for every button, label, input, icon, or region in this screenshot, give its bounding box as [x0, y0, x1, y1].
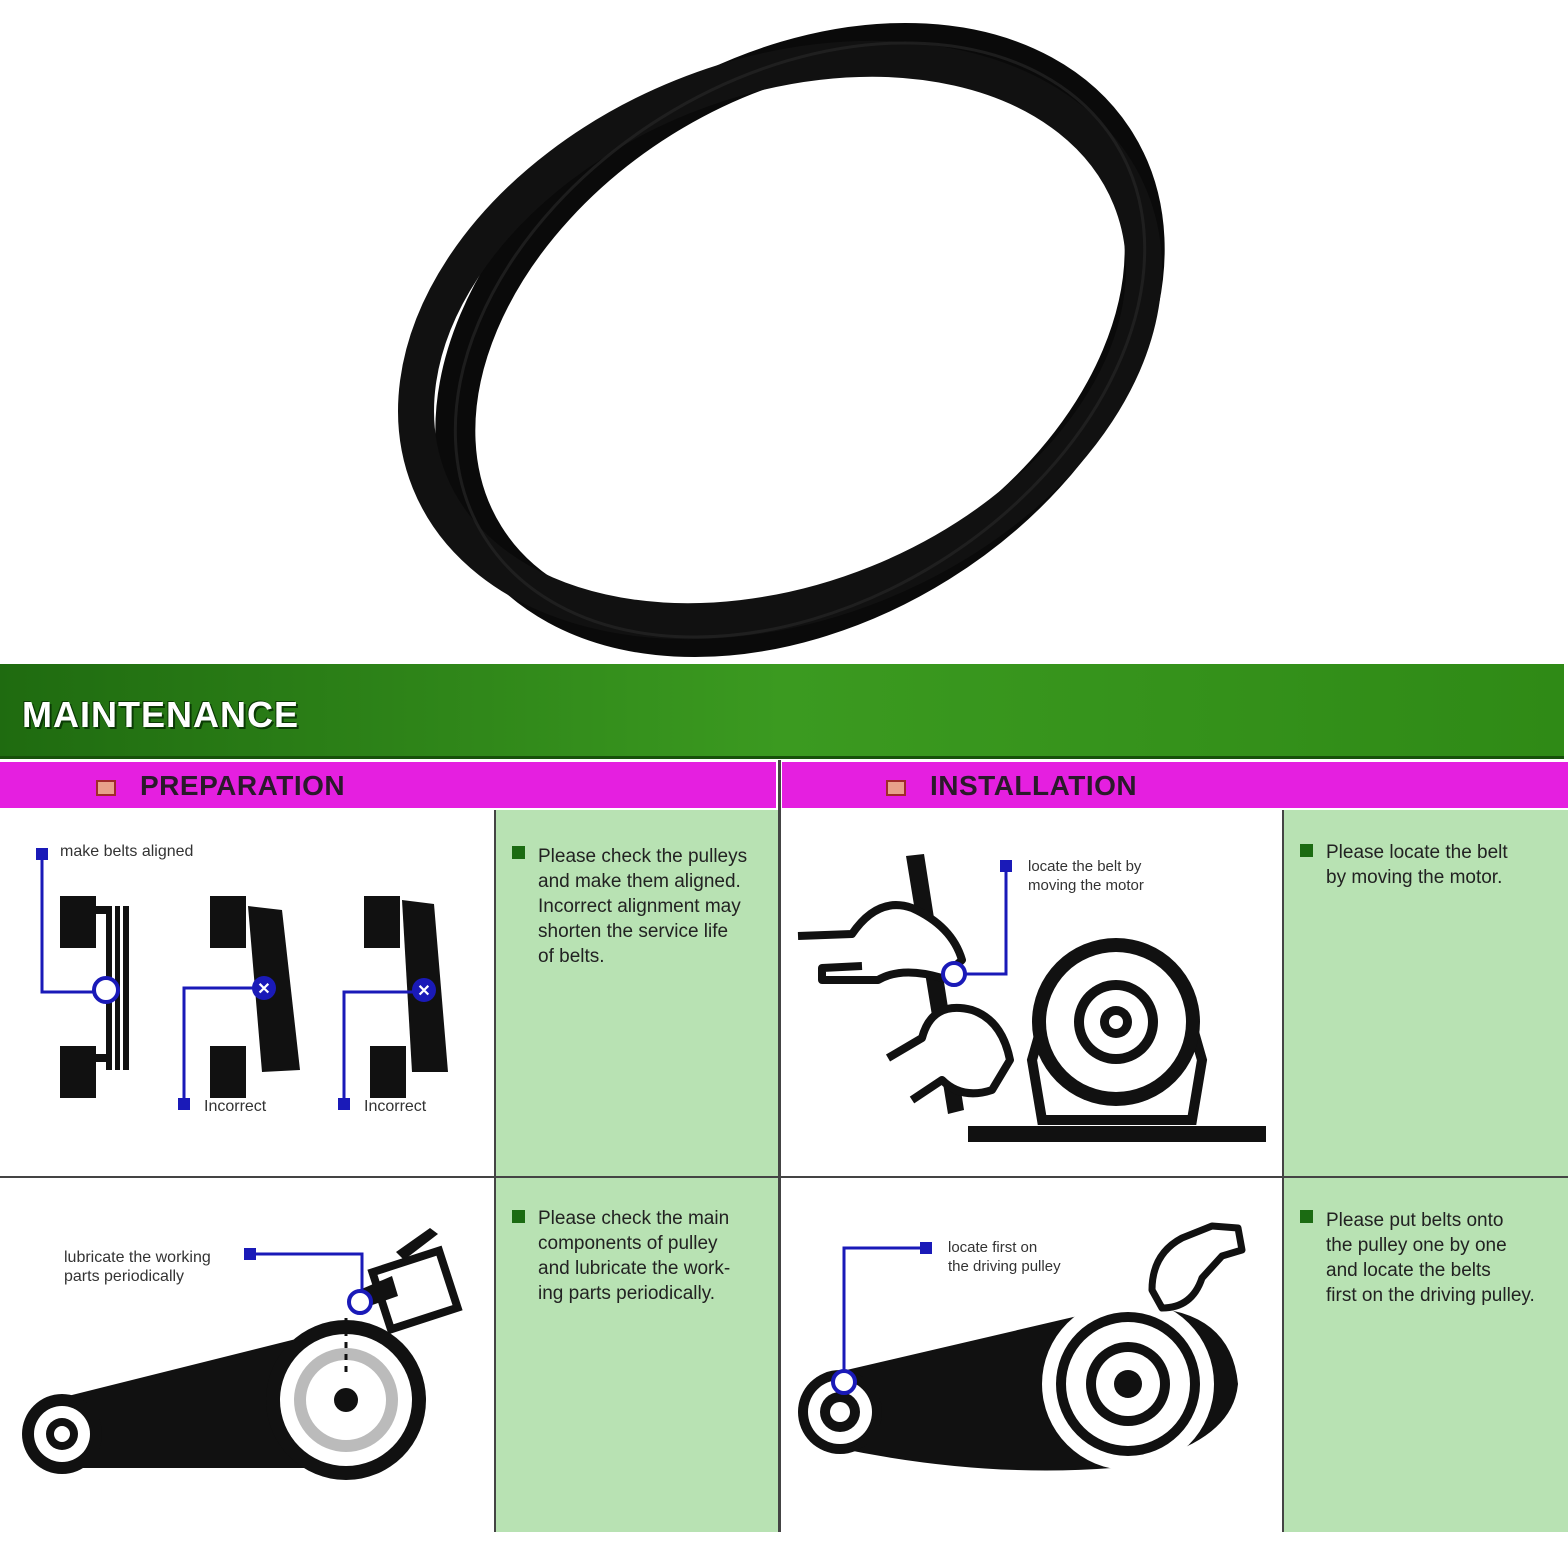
banner-title: MAINTENANCE	[22, 694, 299, 735]
prep-top-note-panel	[496, 810, 778, 1176]
note-bullet	[1300, 844, 1313, 857]
prep-top-note: Please check the pulleys and make them a…	[538, 846, 748, 967]
align-label: make belts aligned	[60, 843, 194, 860]
maintenance-banner	[0, 664, 1564, 759]
svg-text:✕: ✕	[417, 983, 430, 1000]
svg-text:✕: ✕	[257, 981, 270, 998]
lubrication-diagram	[22, 1228, 463, 1480]
preparation-bar	[0, 762, 776, 808]
belt-image	[398, 22, 1165, 658]
incorrect-label-1: Incorrect	[204, 1098, 267, 1115]
divider	[1282, 810, 1284, 1532]
inst-top-note: Please locate the belt by moving the mot…	[1326, 842, 1508, 888]
driving-pulley-diagram	[798, 1222, 1246, 1471]
alignment-diagram: ✕ ✕	[36, 848, 448, 1110]
installation-title: INSTALLATION	[930, 770, 1138, 801]
inst-bottom-note: Please put belts onto the pulley one by …	[1326, 1210, 1535, 1306]
motor-diagram	[797, 854, 1266, 1142]
divider	[0, 1176, 1568, 1178]
driving-pulley-label: locate first on the driving pulley	[948, 1239, 1061, 1275]
installation-icon	[886, 780, 906, 796]
prep-bottom-note: Please check the main components of pull…	[538, 1208, 731, 1304]
preparation-icon	[96, 780, 116, 796]
divider	[778, 760, 781, 1532]
note-bullet	[1300, 1210, 1313, 1223]
preparation-title: PREPARATION	[140, 770, 346, 801]
inst-top-illustration-panel	[782, 810, 1282, 1176]
prep-bottom-note-panel	[496, 1178, 778, 1532]
lubricate-label: lubricate the working parts periodically	[64, 1249, 211, 1285]
note-bullet	[512, 846, 525, 859]
installation-bar	[782, 762, 1568, 808]
locate-motor-label: locate the belt by moving the motor	[1028, 858, 1144, 894]
note-bullet	[512, 1210, 525, 1223]
divider	[494, 810, 496, 1532]
inst-bottom-note-panel	[1284, 1178, 1568, 1532]
inst-top-note-panel	[1284, 810, 1568, 1176]
incorrect-label-2: Incorrect	[364, 1098, 427, 1115]
